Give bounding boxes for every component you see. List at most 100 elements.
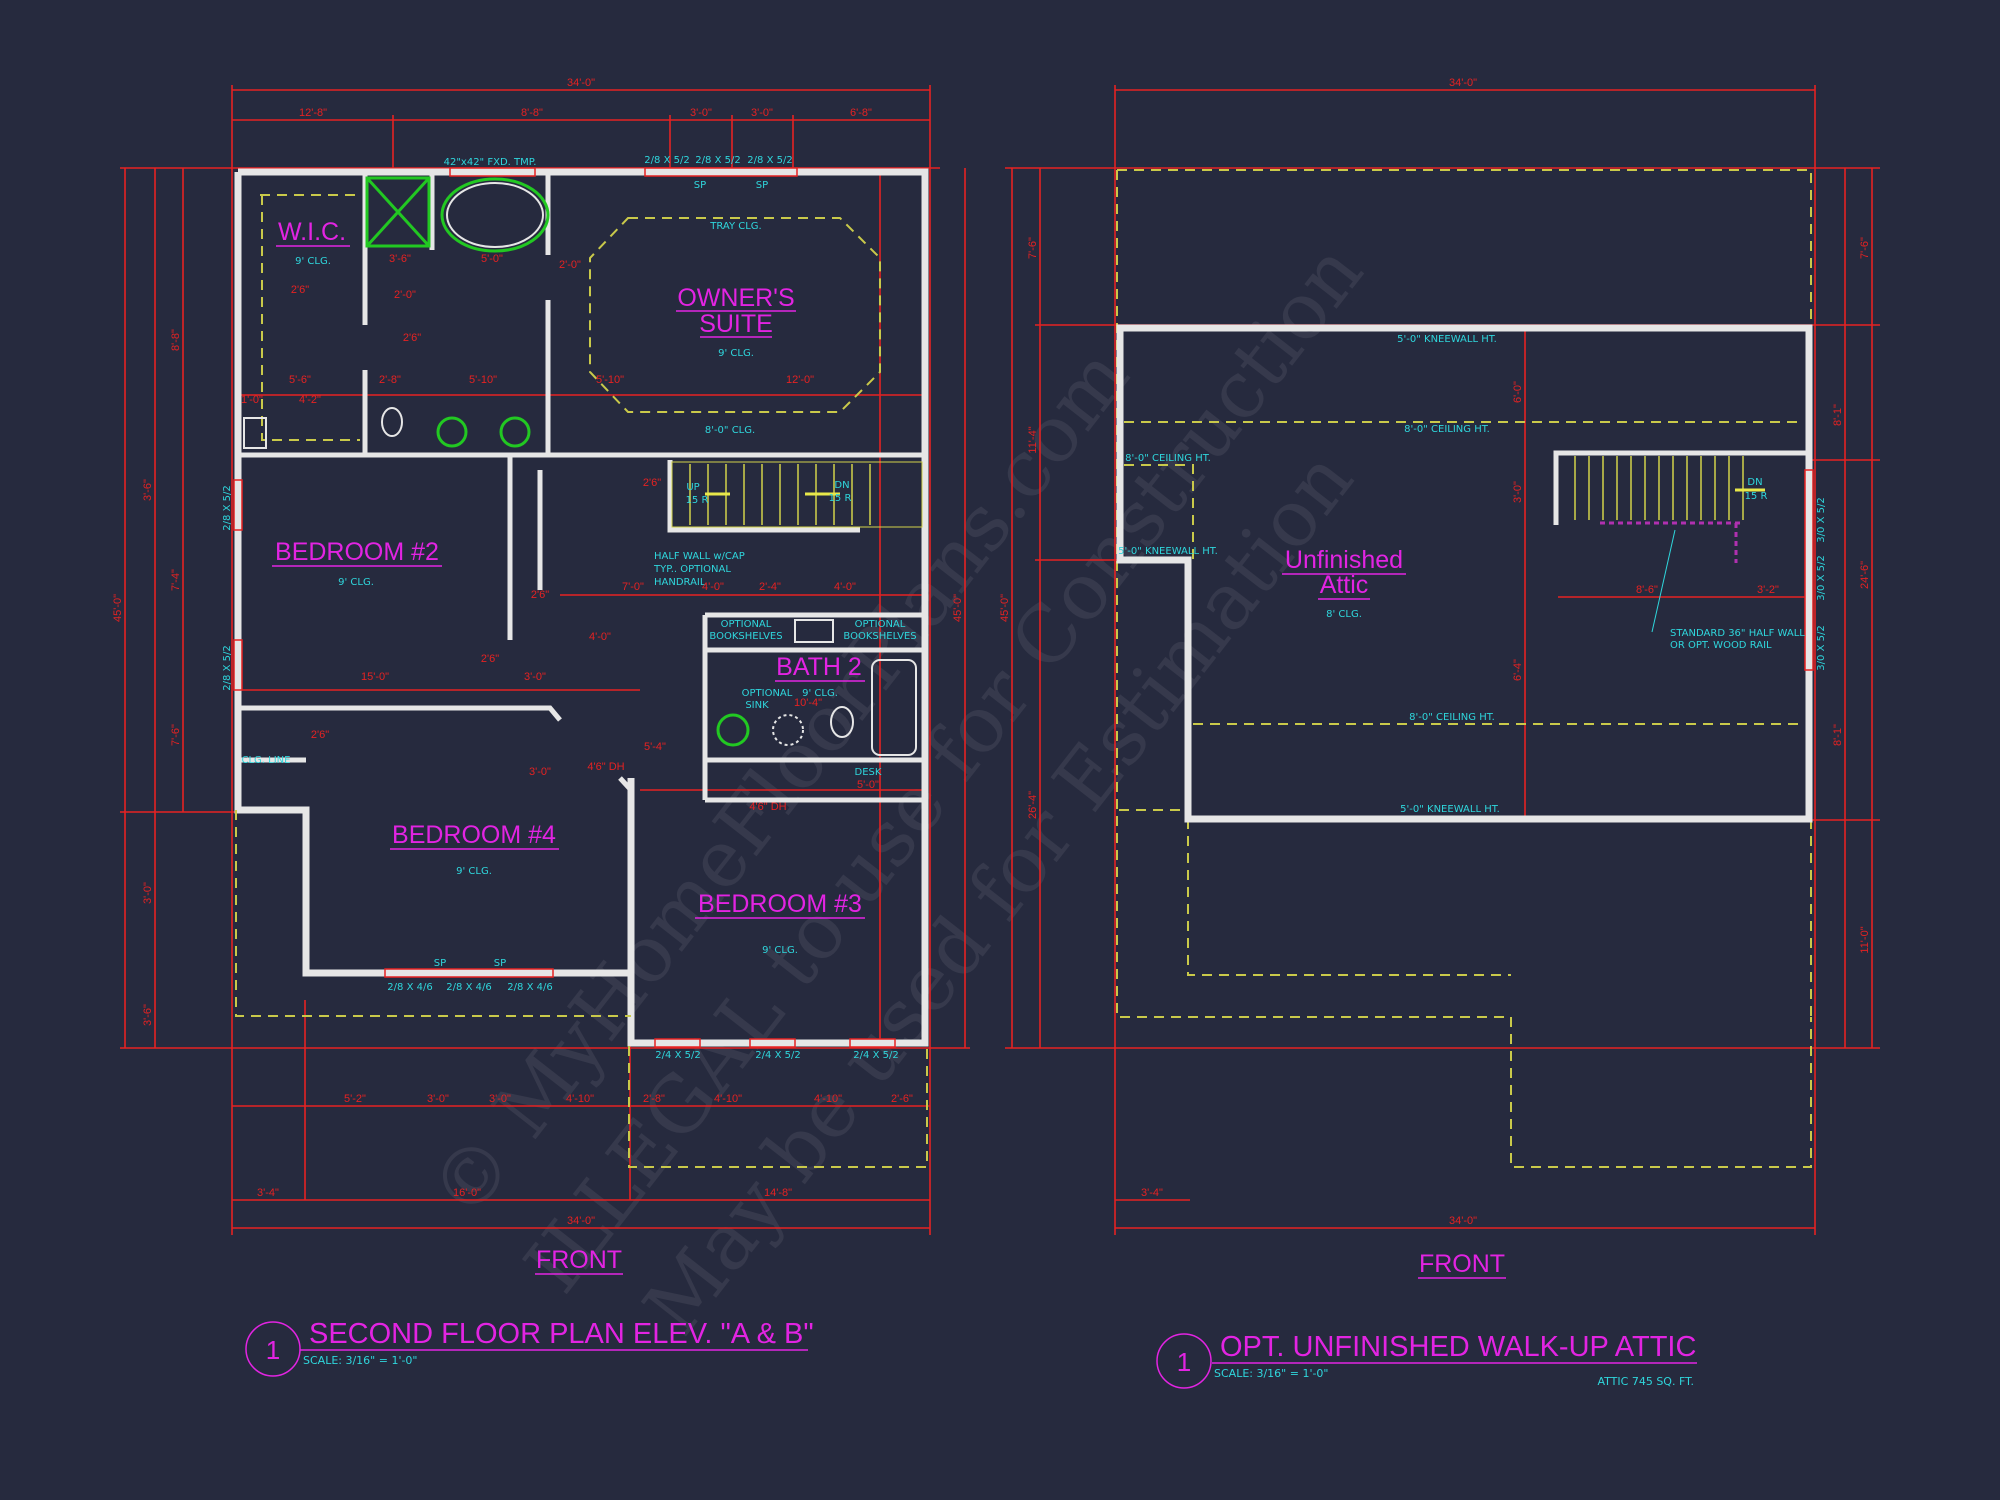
optional-sink-note: OPTIONAL (742, 688, 793, 699)
door-label: 2'6" (291, 284, 309, 296)
dimension-label: 3'-0" (489, 1093, 511, 1105)
dimension-label: 3'-0" (1512, 481, 1524, 503)
stairs-down-label: DN (1747, 477, 1762, 488)
drawing-title-text: OPT. UNFINISHED WALK-UP ATTIC (1220, 1331, 1696, 1363)
dimension-lines (1005, 85, 1880, 1235)
ceiling-height-note: 8'-0" CEILING HT. (1125, 453, 1211, 464)
dimension-label: 11'-0" (1859, 926, 1871, 953)
window-label: 3/0 X 5/2 (1816, 497, 1827, 542)
door-label: 2'6" (481, 653, 499, 665)
room-label-unfinished-attic: Attic (1320, 571, 1369, 599)
window-label: 2/4 X 5/2 (655, 1050, 700, 1061)
door-label: 4'6" DH (587, 761, 624, 773)
bookshelves-note: OPTIONAL (721, 619, 772, 630)
ceiling-note: 9' CLG. (456, 866, 492, 877)
ceiling-note: 9' CLG. (718, 348, 754, 359)
toilet-icon (830, 706, 854, 738)
window-label: 2/4 X 5/2 (755, 1050, 800, 1061)
dimension-label: 7'-6" (170, 724, 182, 746)
dimension-label: 8'-6" (1636, 584, 1658, 596)
scale-note: SCALE: 3/16" = 1'-0" (1214, 1367, 1329, 1380)
ceiling-note: 9' CLG. (802, 688, 838, 699)
drawing-title: 1 SECOND FLOOR PLAN ELEV. "A & B" SCALE:… (245, 1318, 814, 1377)
door-label: 2'6" (531, 589, 549, 601)
room-label-bath-2: BATH 2 (776, 653, 862, 681)
dimension-label: 2'-4" (759, 581, 781, 593)
ceiling-note: 8' CLG. (1326, 609, 1362, 620)
drawing-number-bubble (245, 1321, 301, 1377)
dimension-label: 34'-0" (567, 77, 595, 89)
dimension-label: 5'-10" (596, 374, 624, 386)
dimension-label: 16'-0" (453, 1187, 481, 1199)
dimension-label: 3'-0" (524, 671, 546, 683)
stairs-up-label: UP (686, 482, 699, 493)
dimension-label: 3'-0" (427, 1093, 449, 1105)
optional-sink-note: SINK (745, 700, 769, 711)
rail-note: OR OPT. WOOD RAIL (1670, 640, 1772, 651)
dimension-label: 34'-0" (567, 1215, 595, 1227)
dimension-label: 34'-0" (1449, 77, 1477, 89)
dimension-label: 11'-4" (1027, 426, 1039, 453)
stairs-risers-label: 15 R (1745, 491, 1768, 502)
room-label-unfinished-attic: Unfinished (1285, 546, 1403, 574)
dimension-label: 5'-2" (344, 1093, 366, 1105)
ceiling-height-note: 8'-0" CEILING HT. (1409, 712, 1495, 723)
tray-ceiling-note: TRAY CLG. (709, 221, 761, 232)
ceiling-note: 9' CLG. (762, 945, 798, 956)
bathtub-icon (871, 659, 917, 756)
dimension-label: 3'-0" (529, 766, 551, 778)
stairs-down-label: DN (834, 480, 849, 491)
dimension-label: 14'-8" (764, 1187, 792, 1199)
dimension-label: 3'-0" (142, 882, 154, 904)
dimension-label: 8'-8" (521, 107, 543, 119)
bookshelves-note: BOOKSHELVES (843, 631, 916, 642)
room-label-bedroom-3: BEDROOM #3 (698, 890, 862, 918)
dimension-label: 3'-4" (257, 1187, 279, 1199)
window-label: 2/8 X 4/6 (507, 982, 552, 993)
desk-note: DESK (855, 767, 882, 778)
ceiling-note: 9' CLG. (295, 256, 331, 267)
attic-plan: DN 15 R Unfinished Attic 8' CLG. 5'-0" K… (999, 77, 1880, 1389)
sink-icon (499, 416, 531, 448)
dimension-label: 4'-10" (714, 1093, 742, 1105)
window-label: 2/8 X 4/6 (446, 982, 491, 993)
dimension-label: 10'-4" (794, 697, 822, 709)
dimension-label: 15'-0" (361, 671, 389, 683)
window-label: 3/0 X 5/2 (1816, 555, 1827, 600)
dimension-label: 7'-6" (1859, 237, 1871, 259)
dimension-label: 3'-4" (1141, 1187, 1163, 1199)
dimension-label: 12'-0" (786, 374, 814, 386)
bathtub-icon (446, 182, 544, 248)
hvac-chase-icon (794, 619, 834, 643)
kneewall-note: 5'-0" KNEEWALL HT. (1118, 546, 1218, 557)
dimension-label: 2'-0" (394, 289, 416, 301)
staircase: DN 15 R (1574, 456, 1768, 563)
room-label-wic: W.I.C. (278, 218, 346, 246)
dimension-label: 6'-0" (1512, 381, 1524, 403)
stud-pack-label: SP (694, 180, 706, 191)
half-wall-note: HANDRAIL (654, 577, 706, 588)
dimension-labels: 34'-0"34'-0"3'-4"45'-0"7'-6"11'-4"26'-4"… (999, 77, 1871, 1227)
walls (234, 168, 929, 1047)
dimension-label: 4'-0" (702, 581, 724, 593)
window-label: 2/4 X 5/2 (853, 1050, 898, 1061)
half-wall-note: TYP.. OPTIONAL (653, 564, 731, 575)
dimension-label: 4'-10" (566, 1093, 594, 1105)
dimension-label: 3'-6" (142, 479, 154, 501)
sink-icon (436, 416, 468, 448)
stairs-risers-label: 15 R (686, 495, 709, 506)
optional-sink-icon (772, 714, 804, 746)
dimension-label: 7'-6" (1027, 237, 1039, 259)
dimension-label: 8'-1" (1832, 724, 1844, 746)
dimension-label: 3'-0" (690, 107, 712, 119)
window-label: 2/8 X 5/2 (695, 155, 740, 166)
window-label: 2/8 X 5/2 (747, 155, 792, 166)
dimension-label: 4'-0" (834, 581, 856, 593)
room-label-bedroom-4: BEDROOM #4 (392, 821, 556, 849)
kneewall-note: 5'-0" KNEEWALL HT. (1397, 334, 1497, 345)
dimension-label: 12'-8" (299, 107, 327, 119)
drawing-number-bubble (1156, 1333, 1212, 1389)
dimension-label: 1'-0" (241, 394, 263, 406)
fixtures (243, 176, 917, 756)
